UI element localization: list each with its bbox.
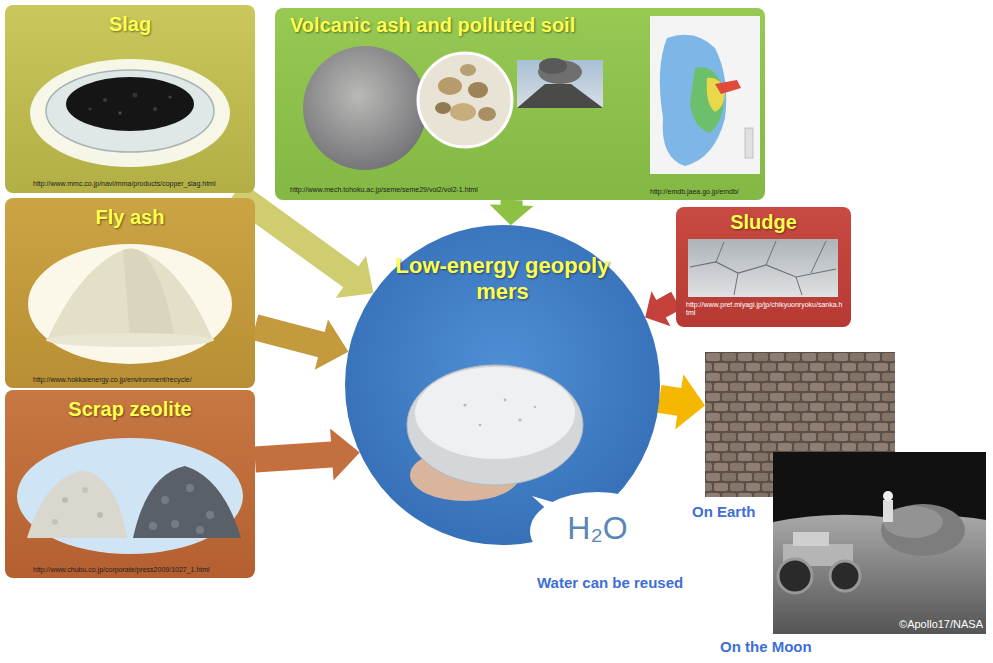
- node-text: http://www.pref.miyagi.jp/jp/chikyuonryo…: [686, 301, 844, 317]
- water-bubble: H₂O: [530, 492, 665, 570]
- node-text-slot: http://www.mmc.co.jp/navi/mma/products/c…: [33, 172, 248, 190]
- note: Water can be reused: [537, 574, 683, 592]
- block-arrow: [490, 200, 534, 226]
- moon-photo: [773, 452, 986, 634]
- block-arrow: [254, 429, 360, 481]
- node-text: http://www.mech.tohoku.ac.jp/seme/seme29…: [290, 186, 478, 194]
- node-title-slot: ©Apollo17/NASA: [873, 614, 983, 632]
- node-title: Sludge: [730, 211, 797, 235]
- node-title: H₂O: [567, 510, 627, 548]
- node-title-slot: Fly ash: [5, 206, 255, 230]
- node-title-slot: On Earth: [692, 503, 782, 521]
- ash-soil-picture: [275, 8, 765, 200]
- node-title-slot: H₂O: [530, 510, 665, 548]
- block-arrow: [657, 374, 705, 429]
- source-panel: Volcanic ash and polluted soil http://www…: [275, 8, 765, 200]
- node-text: http://www.hokkaienergy.co.jp/environmen…: [33, 376, 192, 384]
- note-slot: Water can be reused: [537, 574, 697, 592]
- node-text: http://www.mmc.co.jp/navi/mma/products/c…: [33, 180, 215, 188]
- source-panel: Slag http://www.mmc.co.jp/navi/mma/produc…: [5, 5, 255, 193]
- source-panel: Scrap zeolite http://www.chubu.co.jp/corp…: [5, 390, 255, 578]
- node-title: Low-energy geopolymers: [395, 253, 610, 305]
- node-title-slot: Slag: [5, 13, 255, 37]
- node-title-slot: Volcanic ash and polluted soil: [290, 14, 650, 38]
- node-title-slot: Low-energy geopolymers: [395, 253, 610, 305]
- node-text-slot: http://www.chubu.co.jp/corporate/press20…: [33, 558, 248, 576]
- node-title: On Earth: [692, 503, 755, 521]
- node-text: On the Moon: [720, 638, 812, 656]
- node-title: Scrap zeolite: [68, 398, 191, 422]
- product-circle: Low-energy geopolymers H₂O: [345, 225, 660, 545]
- node-text: http://emdb.jaea.go.jp/emdb/: [650, 188, 739, 196]
- block-arrow: [252, 315, 349, 370]
- node-title-slot: Sludge: [676, 211, 851, 235]
- source-panel: Fly ash http://www.hokkaienergy.co.jp/env…: [5, 198, 255, 388]
- node-text-slot: http://www.pref.miyagi.jp/jp/chikyuonryo…: [686, 301, 844, 319]
- node-title-slot: Scrap zeolite: [5, 398, 255, 422]
- use-photo: ©Apollo17/NASAOn the Moon: [773, 452, 986, 634]
- node-text-slot: http://www.hokkaienergy.co.jp/environmen…: [33, 368, 248, 386]
- node-title: Slag: [109, 13, 151, 37]
- node-title: Fly ash: [96, 206, 165, 230]
- node-text-slot: On the Moon: [720, 638, 830, 656]
- node-text-slot: http://emdb.jaea.go.jp/emdb/: [650, 180, 762, 198]
- node-text: http://www.chubu.co.jp/corporate/press20…: [33, 566, 210, 574]
- node-text-slot: http://www.mech.tohoku.ac.jp/seme/seme29…: [290, 178, 520, 196]
- node-title: ©Apollo17/NASA: [899, 618, 983, 631]
- source-panel: Sludge http://www.pref.miyagi.jp/jp/chiky…: [676, 207, 851, 327]
- node-title: Volcanic ash and polluted soil: [290, 14, 575, 38]
